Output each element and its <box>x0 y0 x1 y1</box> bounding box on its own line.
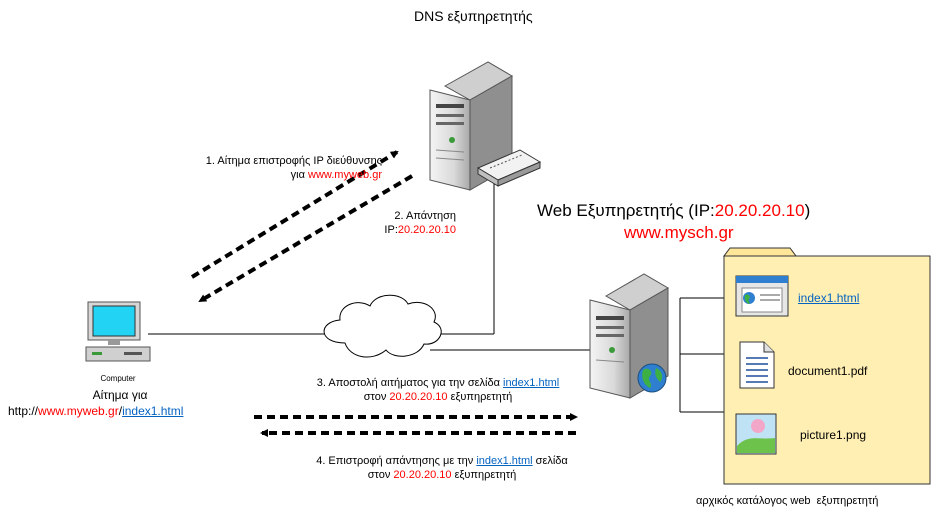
request-url: http://www.myweb.gr/index1.html <box>8 404 184 418</box>
webpage-icon <box>735 275 789 317</box>
dns-server-icon <box>429 61 542 191</box>
folder-label: αρχικός κατάλογος web εξυπηρετητή <box>696 495 879 507</box>
request-url-file-link[interactable]: index1.html <box>122 404 184 418</box>
file-index-link[interactable]: index1.html <box>798 291 860 305</box>
step4-index-link[interactable]: index1.html <box>476 455 533 467</box>
computer-icon <box>85 301 151 362</box>
step2-label: 2. Απάντηση IP:20.20.20.10 <box>384 210 456 236</box>
document-icon <box>739 341 775 389</box>
picture-icon <box>735 413 777 455</box>
dns-server-title: DNS εξυπηρετητής <box>414 8 533 24</box>
globe-icon <box>637 363 667 393</box>
step4-label: 4. Επιστροφή απάντησης με την index1.htm… <box>316 455 568 481</box>
internet-cloud-icon <box>323 294 442 358</box>
step3-index-link[interactable]: index1.html <box>503 377 560 389</box>
request-label: Αίτημα για <box>92 388 148 402</box>
arrow-step2 <box>198 174 414 303</box>
web-server-title: Web Εξυπηρετητής (IP:20.20.20.10) <box>537 201 811 220</box>
web-server-domain: www.mysch.gr <box>624 223 734 242</box>
computer-label: Computer <box>100 374 136 383</box>
arrow-step1 <box>190 150 399 279</box>
file-document-label: document1.pdf <box>788 364 868 378</box>
step1-label: 1. Αίτημα επιστροφής IP διεύθυνσης για w… <box>205 155 382 181</box>
file-picture-label: picture1.png <box>800 428 867 442</box>
step3-label: 3. Αποστολή αιτήματος για την σελίδα ind… <box>316 377 560 403</box>
